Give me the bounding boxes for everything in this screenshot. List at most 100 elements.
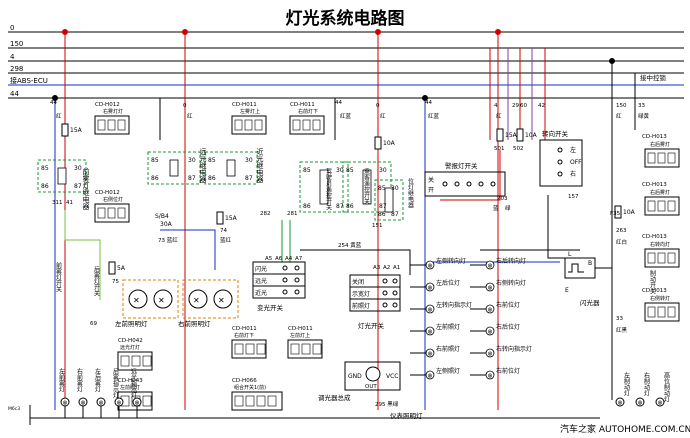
wire-label-3: 红 [187,112,193,120]
dimmer-dot-0-b [294,265,300,271]
light-row-label-1: 示宽灯 [352,290,370,298]
center-lamp-6 [425,260,435,270]
dimmer-row-label-1: 远光 [255,277,267,285]
headlamp-bulb-1-a [188,289,208,309]
bus-tap-center [422,95,428,101]
conn-bottom-box-4 [231,391,283,411]
center-lamp-x-3: ⊗ [488,329,493,336]
right-lamp-2 [655,397,665,407]
light-dot-1-b [392,290,398,296]
center-lamp-x-7: ⊗ [428,285,433,292]
bottom-lamp-x-3: ⊗ [117,400,122,407]
bus-tap-blue [52,95,58,101]
wire-label-7: 红 [380,112,386,120]
relay-term-3-b: 30 [336,167,344,174]
turn-dot-2 [557,171,563,177]
conn-right-pin-2-1 [657,252,666,264]
center-lamp-x-2: ⊗ [488,307,493,314]
light-col-0: A3 [373,265,381,271]
flasher-e: E [565,287,569,294]
conn-bottom-pin-4-1 [245,395,255,407]
bus-tap-0 [62,29,68,35]
sb4-label: S/B4 [155,213,169,220]
dimmer-dot-1-b [294,277,300,283]
wire-label-13: 60 [520,103,527,109]
conn-top-pin-0-1 [107,119,116,131]
fuse-label-5: 15A [225,215,238,222]
conn-bottom-pin-4-3 [267,395,277,407]
hazard-row-0: 关 [428,176,434,184]
center-lamp-x-0: ⊗ [488,263,493,270]
bottom-lamp-0 [60,397,70,407]
wire-label-34: 69 [90,321,97,327]
bus-label-2: 4 [10,53,15,61]
conn-bottom-id-2: CD-H011 [232,326,257,332]
wire-label-17: 33 [638,103,645,109]
conn-right-sub-3: 右侧转灯 [650,295,670,302]
wire-label-38: 红黑 [616,326,628,334]
right-lamp-x-2: ⊗ [658,400,663,407]
dimmer-row-label-0: 闪光 [255,265,267,273]
conn-right-pin-2-2 [667,252,676,264]
relay-coil-1 [169,159,179,177]
right-lamp-x-1: ⊗ [638,400,643,407]
hazard-box [424,171,506,197]
relay-term-1-d: 87 [188,175,196,182]
conn-right-pin-1-1 [657,200,666,212]
dimmer-col-2: A4 [285,256,293,262]
wire-label-20: 502 [513,146,524,152]
headlamp-x-1-a: ✕ [193,296,200,305]
hazard-switch-label: 警报灯开关 [445,161,478,170]
center-lamp-x-10: ⊗ [428,351,433,358]
center-lamp-8 [425,304,435,314]
bottom-lamp-label-3: 后雾指示灯 [112,367,119,399]
fuse-label-0: 15A [70,127,83,134]
dimmer-vcc: VCC [386,373,398,380]
wire-label-25: 281 [287,211,298,217]
relay-term-2-b: 30 [245,157,253,164]
light-dot-2-b [392,302,398,308]
dimmer-gnd: GND [348,373,362,380]
rear-fog-switch-label: 后雾灯开关 [93,265,100,297]
center-lamp-label-4: 右转向指示灯 [496,345,532,353]
conn-bottom-pin-4-2 [256,395,266,407]
bus-label-4: 接ABS-ECU [10,76,48,85]
relay-term-3-c: 86 [303,203,311,210]
corner-mark: M6c3 [8,406,20,412]
conn-right-sub-1: 右后雾灯 [650,189,670,196]
conn-bottom-box-2 [231,339,267,359]
center-lamp-label-10: 右前照灯 [436,345,460,353]
conn-bottom-pin-0-1 [131,355,141,367]
conn-right-box-2 [644,248,680,268]
relay-box-5 [374,179,404,221]
wire-label-26: 254 黄蓝 [338,241,362,249]
relay-term-0-c: 86 [41,183,49,190]
conn-right-pin-0-1 [657,152,666,164]
fuse-0 [61,123,69,137]
center-lamp-x-11: ⊗ [428,373,433,380]
fuse-label-6: 5A [117,265,126,272]
wire-label-39: F35 [610,211,621,217]
conn-right-pin-0-2 [667,152,676,164]
right-lamp-0 [615,397,625,407]
relay-coil-3 [319,169,329,205]
conn-bottom-box-0 [117,351,153,371]
sb4-amp: 30A [160,221,173,228]
wire-label-32: 蓝红 [220,236,232,244]
relay-term-2-a: 85 [208,157,216,164]
center-lamp-9 [425,326,435,336]
hazard-row-1: 开 [428,187,434,194]
fuse-2 [496,128,504,142]
wire-label-8: 44 [425,100,432,106]
bus-label-5: 44 [10,90,19,98]
headlamp-x-1-b: ✕ [218,296,225,305]
relay-name-3: 驾驶员遥控开关 [325,167,332,211]
conn-top-sub-0: 右雾灯灯 [103,108,123,115]
components [37,115,680,411]
dimmer-out: OUT [365,384,377,390]
conn-top-box-0 [94,115,130,135]
left-front-light-label: 左前照明灯 [115,319,148,328]
conn-bottom-pin-2-2 [256,343,266,355]
conn-bottom-pin-3-2 [312,343,322,355]
dimmer-row-label-2: 近光 [255,289,267,297]
